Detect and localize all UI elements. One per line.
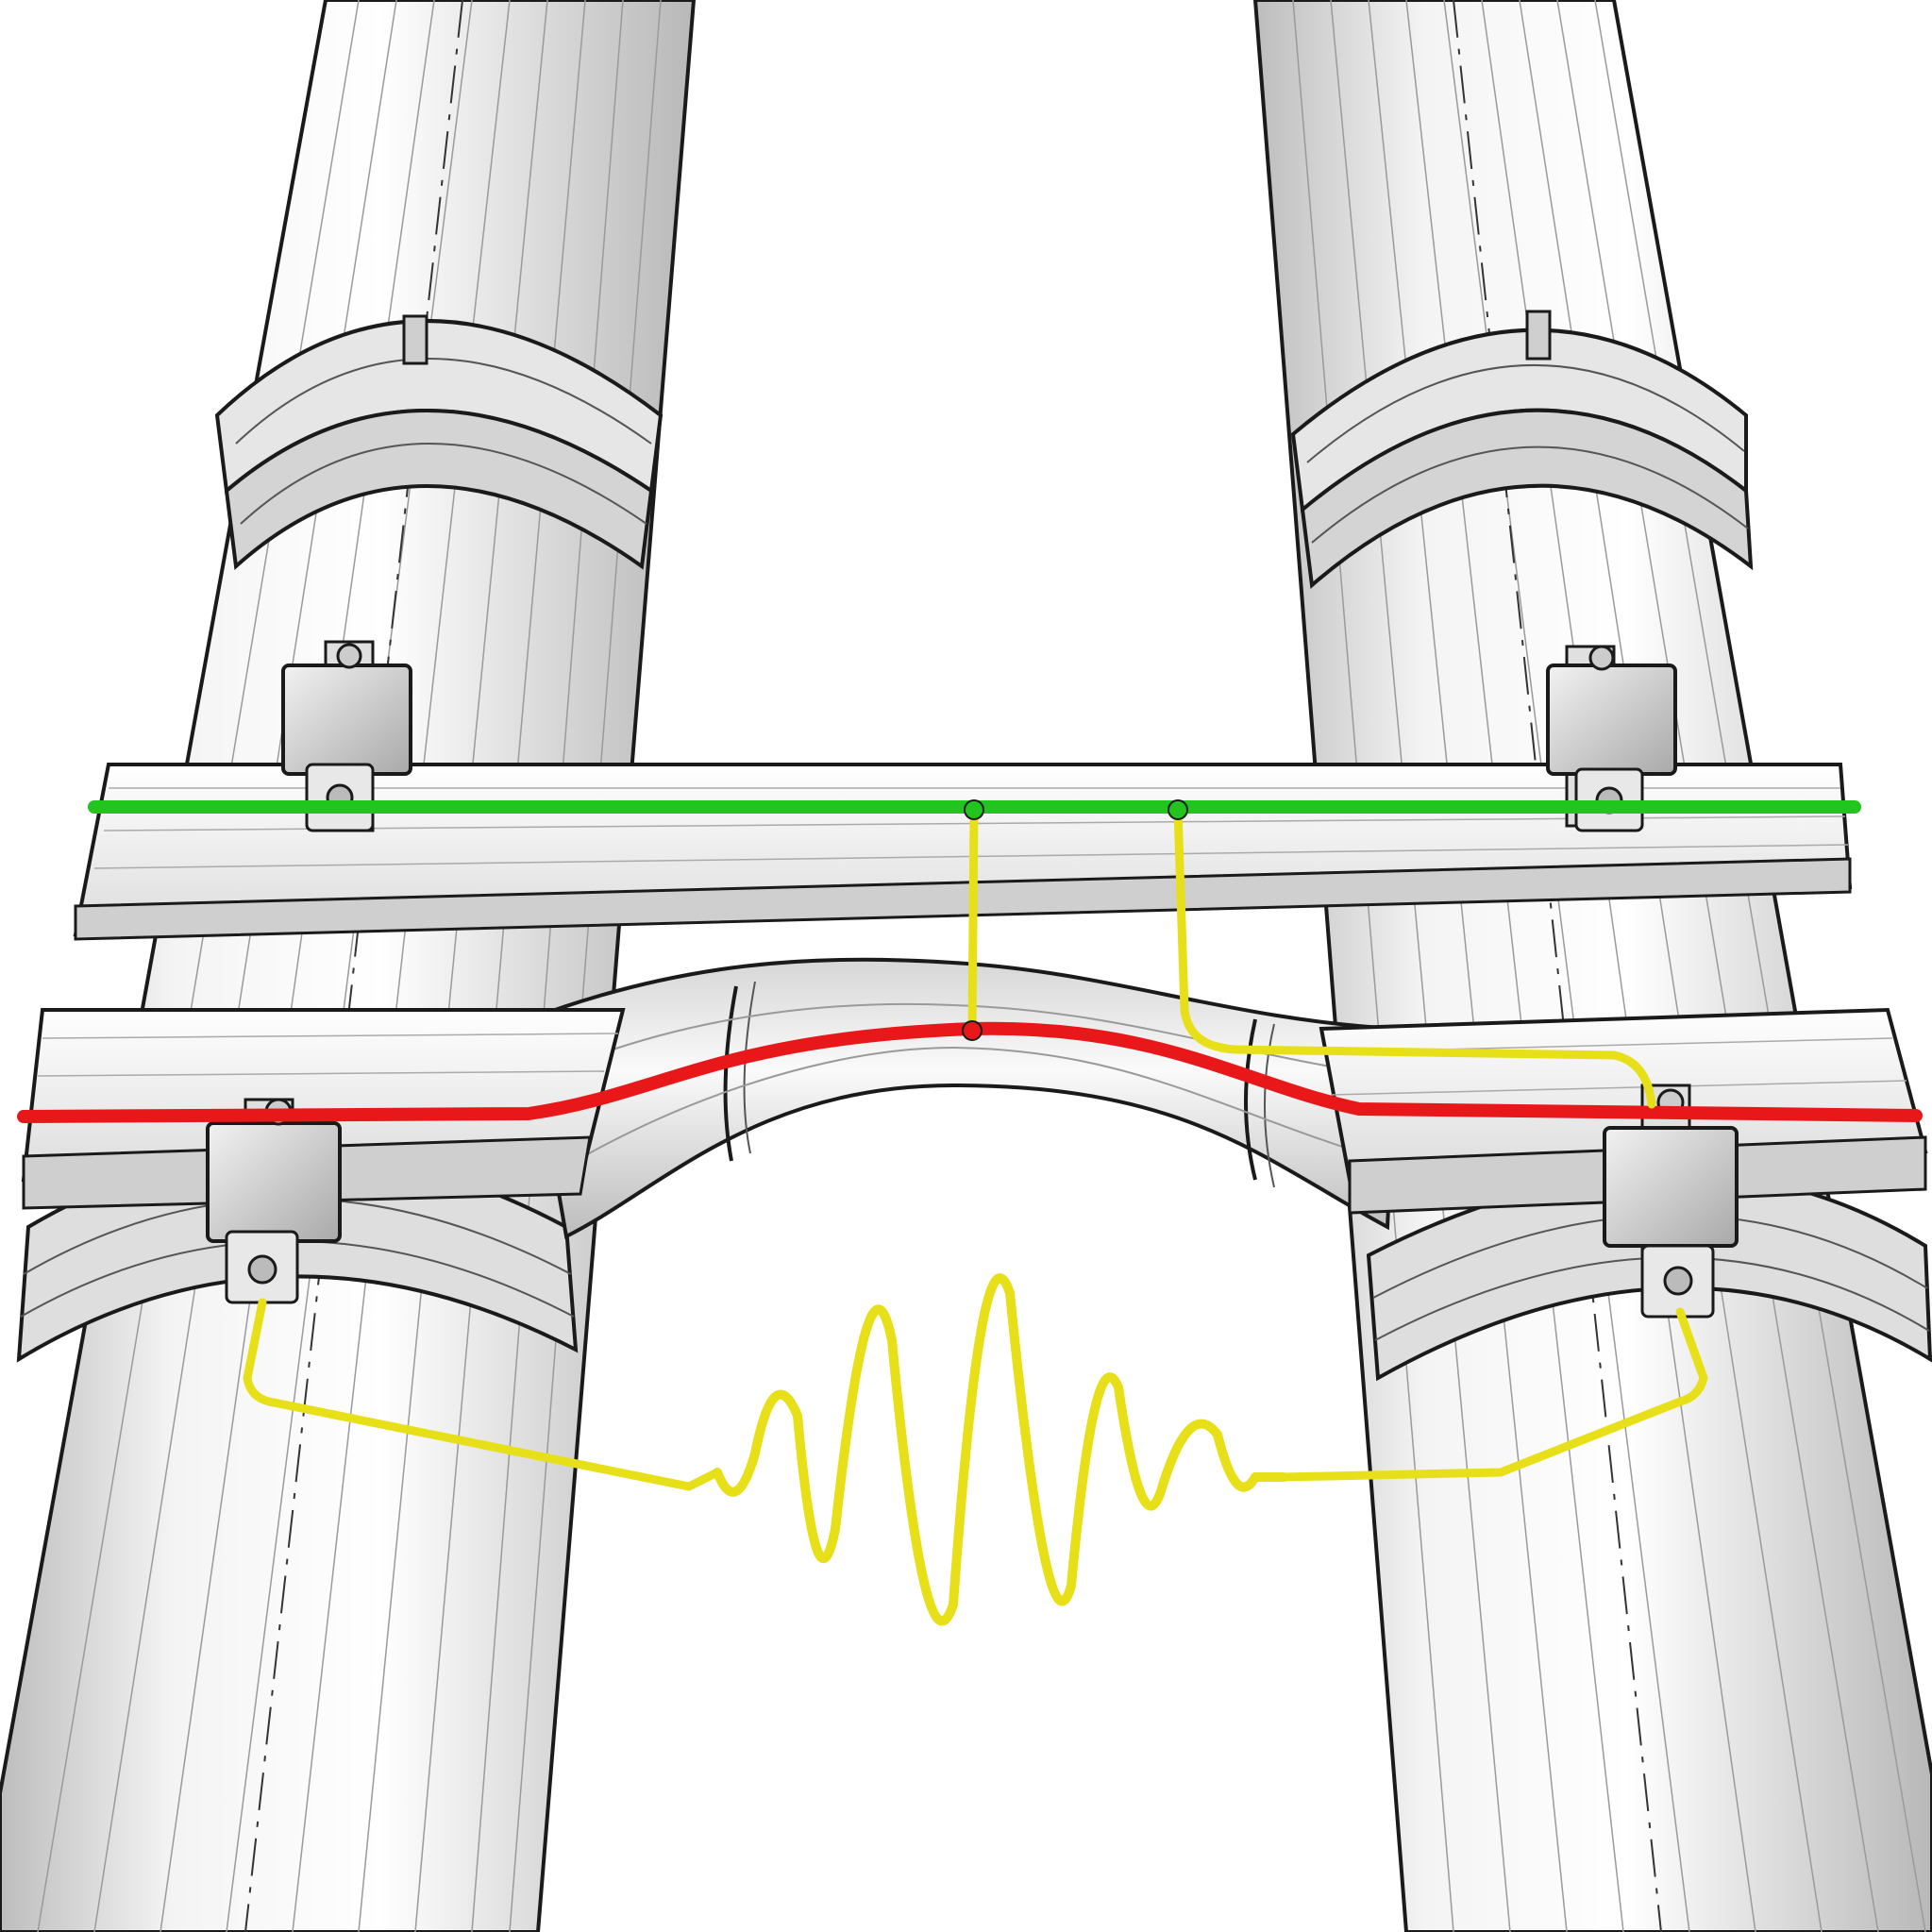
clamp-upper-right (1546, 645, 1677, 832)
clamp-lower-left (206, 1098, 342, 1304)
yellow-signal-wire (243, 805, 1708, 1491)
right-upper-collar (1290, 310, 1754, 589)
clamp-upper-left (281, 640, 412, 832)
left-upper-collar (214, 314, 664, 571)
right-vertical-pipe (1252, 0, 1932, 1932)
upper-pipe-collars (214, 310, 1754, 589)
curved-bypass-pipe (526, 957, 1400, 1239)
yellow-waveform (713, 1273, 1288, 1626)
lower-cross-beam (21, 1007, 1928, 1215)
left-vertical-pipe (0, 0, 697, 1932)
